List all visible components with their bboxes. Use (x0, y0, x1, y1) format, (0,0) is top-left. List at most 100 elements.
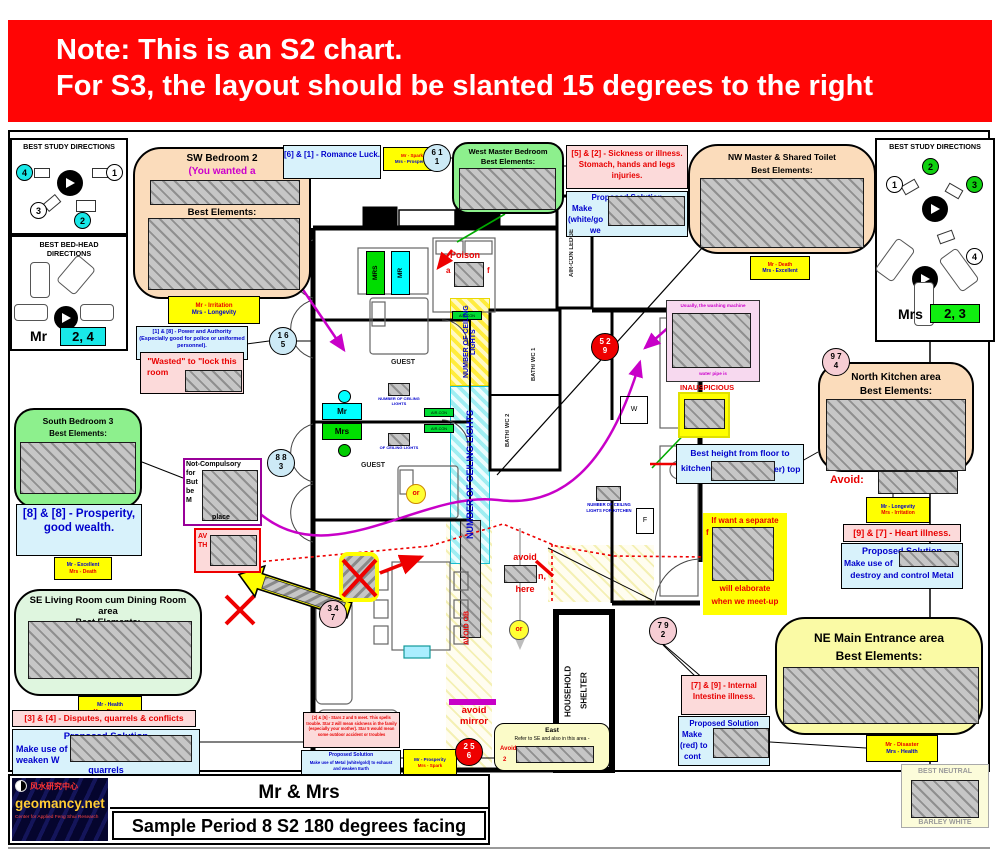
star-top: 5 2 (599, 337, 611, 347)
redacted-box (459, 168, 556, 210)
bottom-rule (8, 847, 990, 849)
redacted-box (700, 178, 864, 248)
height-line1: Best height from floor to (690, 448, 790, 458)
nw-title: NW Master & Shared Toilet (728, 152, 836, 162)
inauspicious-label: INAUSPICIOUS (680, 383, 735, 392)
study-right-person: Mrs (898, 306, 923, 322)
study-rank-3: 3 (966, 176, 983, 193)
facing-arrow-icon (54, 306, 78, 330)
household-shelter-l2: SHELTER (579, 672, 589, 710)
redacted-box (608, 196, 685, 226)
red-dotted-lines (256, 523, 707, 602)
star-top: 7 9 (657, 621, 669, 631)
sep-line4: when we meet-up (711, 597, 779, 606)
star-bottom: 5 (280, 340, 286, 349)
star-top: 1 6 (277, 331, 289, 341)
star-top: 6 1 (431, 148, 443, 158)
tag-mr: Mr - Irritation (195, 302, 233, 309)
study-right-title: BEST STUDY DIRECTIONS (889, 142, 981, 151)
redacted-box (899, 551, 959, 567)
tag-mrs: Mrs - Longevity (191, 310, 237, 316)
kitchen-lights-l1: NUMBER OF CEILING (587, 502, 631, 507)
bed-icon (14, 304, 48, 321)
redacted-box (826, 399, 966, 471)
nc-l4: be (186, 488, 195, 495)
bath-wc2-label: BATH/ WC 2 (505, 413, 511, 447)
washing-line2: water pipe is (699, 371, 727, 376)
east-num: 2 (503, 757, 507, 763)
tag-mrs: Mrs - Irritation (881, 510, 915, 516)
sep-line2: f (706, 528, 709, 537)
ceiling-lights-small2: OF CEILING LIGHTS (379, 445, 419, 450)
nc-l1: Not-Compulsory (186, 461, 241, 468)
ceiling-lights-label-cyan: NUMBER OF CEILING LIGHTS (465, 410, 475, 540)
tag-mr: Mr - Spark (400, 153, 423, 159)
kitchen-tag: Mr - Longevity Mrs - Irritation (866, 497, 930, 523)
bedhead-person: Mr (30, 328, 48, 344)
tag-mrs: Mrs - Death (69, 568, 97, 575)
cyan-dot (338, 390, 351, 403)
sep-line3: will elaborate (719, 584, 771, 593)
av-l2: TH (198, 542, 208, 549)
intestine-effect: [7] & [9] - Internal Intestine illness. (681, 675, 767, 715)
desk-icon (76, 200, 96, 212)
star-top: 2 5 (463, 742, 475, 752)
household-shelter-l1: HOUSEHOLD (563, 665, 573, 717)
bath-wc1-label: BATH/ WC 1 (531, 347, 537, 381)
redacted-box (712, 527, 774, 581)
star-bottom: 1 (434, 157, 440, 166)
kitchen-lights-l2: LIGHTS FOR KITCHEN (586, 508, 632, 513)
kitchen-solution-l1: Make use of (844, 558, 893, 568)
green-dot (338, 444, 351, 457)
star-bottom: 9 (602, 346, 608, 355)
redacted-box (711, 461, 775, 481)
stars-solution-l1: Make use of Metal (white/gold) to exhaus… (309, 760, 393, 765)
star-bottom: 2 (660, 630, 666, 639)
redacted-box (150, 180, 300, 205)
nc-l3: But (186, 479, 198, 486)
bedhead-best: 2, 4 (60, 327, 106, 346)
poison-f: f (487, 266, 490, 275)
footer-title1: Mr & Mrs (110, 778, 488, 809)
heart-effect: [9] & [7] - Heart illness. (843, 524, 961, 542)
se-effect: [3] & [4] - Disputes, quarrels & conflic… (12, 710, 196, 727)
star-top: 3 4 (327, 604, 339, 614)
logo-brand: geomancy.net (15, 796, 105, 811)
nw-solution-l2: (white/go (568, 215, 604, 224)
star-top: 8 8 (275, 453, 287, 463)
footer-title2: Sample Period 8 S2 180 degrees facing (112, 811, 486, 840)
stars-solution (301, 750, 401, 778)
banner-line2: For S3, the layout should be slanted 15 … (56, 70, 873, 102)
west-title: West Master Bedroom (468, 147, 548, 156)
south-best-label: Best Elements: (49, 429, 107, 438)
desk-icon (34, 168, 50, 178)
study-rank-4: 4 (966, 248, 983, 265)
bed-icon (80, 304, 114, 321)
sw-best-label: Best Elements: (187, 207, 257, 218)
avoid-mirror-l1: avoid (461, 705, 487, 716)
aircon-tag: AIR-CON (424, 424, 454, 433)
bedhead-title2: DIRECTIONS (46, 249, 92, 258)
ne-solution-l2: (red) to (680, 741, 708, 750)
se-title: SE Living Room cum Dining Room area (29, 595, 187, 618)
sw-note: (You wanted a (188, 166, 256, 177)
kitchen-avoid-label: Avoid: (830, 474, 864, 486)
mrs-box: Mrs (322, 423, 362, 440)
avoid-here-l2: n, (538, 571, 546, 581)
redacted-box (185, 370, 242, 392)
ne-solution-l1: Make (682, 730, 703, 739)
bed-icon (30, 262, 50, 298)
washing-line1: Usually, the washing machine (680, 303, 746, 308)
red-marks (224, 249, 678, 626)
guest-room-label: GUEST (360, 462, 386, 469)
wasted-line2: room (147, 367, 169, 378)
south-tag: Mr - Excellent Mrs - Death (54, 557, 112, 580)
washer-label: W (620, 396, 648, 424)
stars-solution-l2: and weaken Earth (333, 766, 369, 771)
star-bottom: 3 (278, 462, 284, 471)
ne-solution-title: Proposed Solution (689, 719, 759, 728)
avoid-obstruction-label: AVOID OB (463, 610, 471, 646)
